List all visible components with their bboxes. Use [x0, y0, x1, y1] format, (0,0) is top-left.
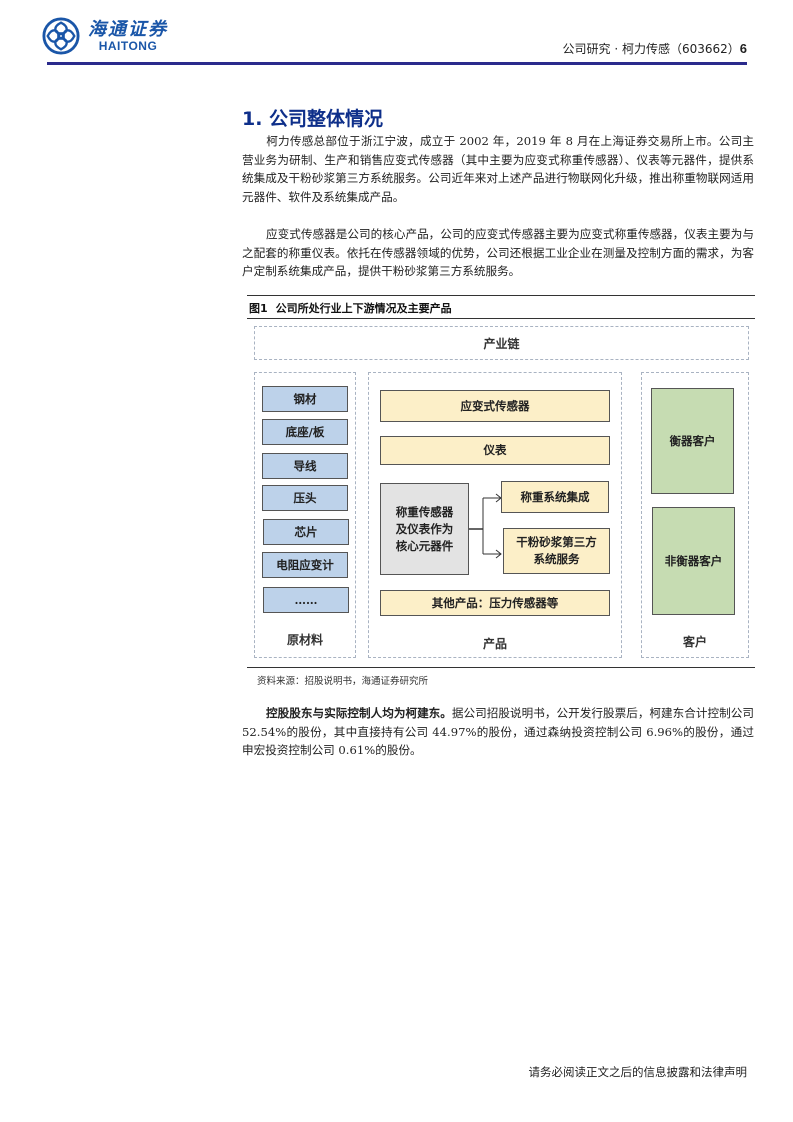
mortar-service-box: 干粉砂浆第三方 系统服务 — [503, 528, 610, 574]
raw-material-item: 底座/板 — [262, 419, 348, 445]
figure-bottom-rule — [247, 667, 755, 668]
page-number: 6 — [739, 41, 747, 56]
paragraph-overview-text: 柯力传感总部位于浙江宁波，成立于 2002 年，2019 年 8 月在上海证券交… — [242, 134, 754, 204]
scale-customer-box: 衡器客户 — [651, 388, 734, 494]
raw-material-item: …… — [263, 587, 349, 613]
flow-arrows-icon — [469, 493, 502, 559]
customers-label: 客户 — [682, 635, 707, 649]
instrument-box: 仪表 — [380, 436, 610, 465]
raw-material-item: 电阻应变计 — [262, 552, 348, 578]
page-header-breadcrumb: 公司研究 · 柯力传感（603662）6 — [563, 40, 748, 57]
raw-materials-column: 钢材 底座/板 导线 压头 芯片 电阻应变计 …… 原材料 — [254, 372, 356, 658]
footer-disclaimer: 请务必阅读正文之后的信息披露和法律声明 — [528, 1065, 748, 1079]
core-component-box: 称重传感器 及仪表作为 核心元器件 — [380, 483, 469, 575]
other-products-box: 其他产品：压力传感器等 — [380, 590, 610, 616]
weighing-system-box: 称重系统集成 — [501, 481, 609, 513]
industry-chain-label: 产业链 — [483, 336, 520, 351]
mortar-line: 系统服务 — [533, 552, 580, 566]
raw-material-item: 芯片 — [263, 519, 349, 545]
raw-materials-label: 原材料 — [286, 633, 323, 647]
company-logo: 海通证券 HAITONG — [42, 17, 168, 55]
paragraph-bold-lead: 控股股东与实际控制人均为柯建东。 — [266, 706, 452, 720]
industry-chain-banner: 产业链 — [254, 326, 749, 360]
figure-number: 图1 — [249, 302, 268, 315]
breadcrumb: 公司研究 · 柯力传感（603662） — [562, 42, 740, 56]
section-title: 1. 公司整体情况 — [242, 108, 384, 130]
logo-cn-text: 海通证券 — [88, 18, 168, 40]
core-line: 称重传感器 — [395, 504, 454, 519]
raw-material-item: 压头 — [262, 485, 348, 511]
strain-sensor-box: 应变式传感器 — [380, 390, 610, 422]
paragraph-controlling-shareholder-text: 据公司招股说明书，公开发行股票后，柯建东合计控制公司 52.54%的股份，其中直… — [242, 706, 754, 757]
core-line: 及仪表作为 — [395, 521, 454, 536]
header-divider — [47, 62, 747, 65]
figure-header-rule — [247, 318, 755, 319]
customers-column: 衡器客户 非衡器客户 客户 — [641, 372, 749, 658]
raw-material-item: 导线 — [262, 453, 348, 479]
paragraph-core-products: 应变式传感器是公司的核心产品，公司的应变式传感器主要为应变式称重传感器，仪表主要… — [242, 225, 754, 281]
products-label: 产品 — [482, 637, 507, 651]
raw-material-item: 钢材 — [262, 386, 348, 412]
non-scale-customer-box: 非衡器客户 — [652, 507, 735, 615]
figure-source: 资料来源：招股说明书，海通证券研究所 — [257, 676, 429, 687]
paragraph-core-products-text: 应变式传感器是公司的核心产品，公司的应变式传感器主要为应变式称重传感器，仪表主要… — [242, 227, 754, 278]
figure-title: 图1 公司所处行业上下游情况及主要产品 — [249, 300, 452, 316]
logo-en-text: HAITONG — [98, 38, 158, 53]
mortar-line: 干粉砂浆第三方 — [516, 535, 597, 549]
figure-top-rule — [247, 295, 755, 296]
haitong-logo-icon — [42, 17, 80, 55]
paragraph-overview: 柯力传感总部位于浙江宁波，成立于 2002 年，2019 年 8 月在上海证券交… — [242, 132, 754, 206]
products-column: 应变式传感器 仪表 称重传感器 及仪表作为 核心元器件 称重系统集成 干粉砂浆第… — [368, 372, 622, 658]
paragraph-controlling-shareholder: 控股股东与实际控制人均为柯建东。据公司招股说明书，公开发行股票后，柯建东合计控制… — [242, 704, 754, 760]
core-line: 核心元器件 — [395, 538, 454, 553]
figure-caption: 公司所处行业上下游情况及主要产品 — [275, 302, 452, 315]
